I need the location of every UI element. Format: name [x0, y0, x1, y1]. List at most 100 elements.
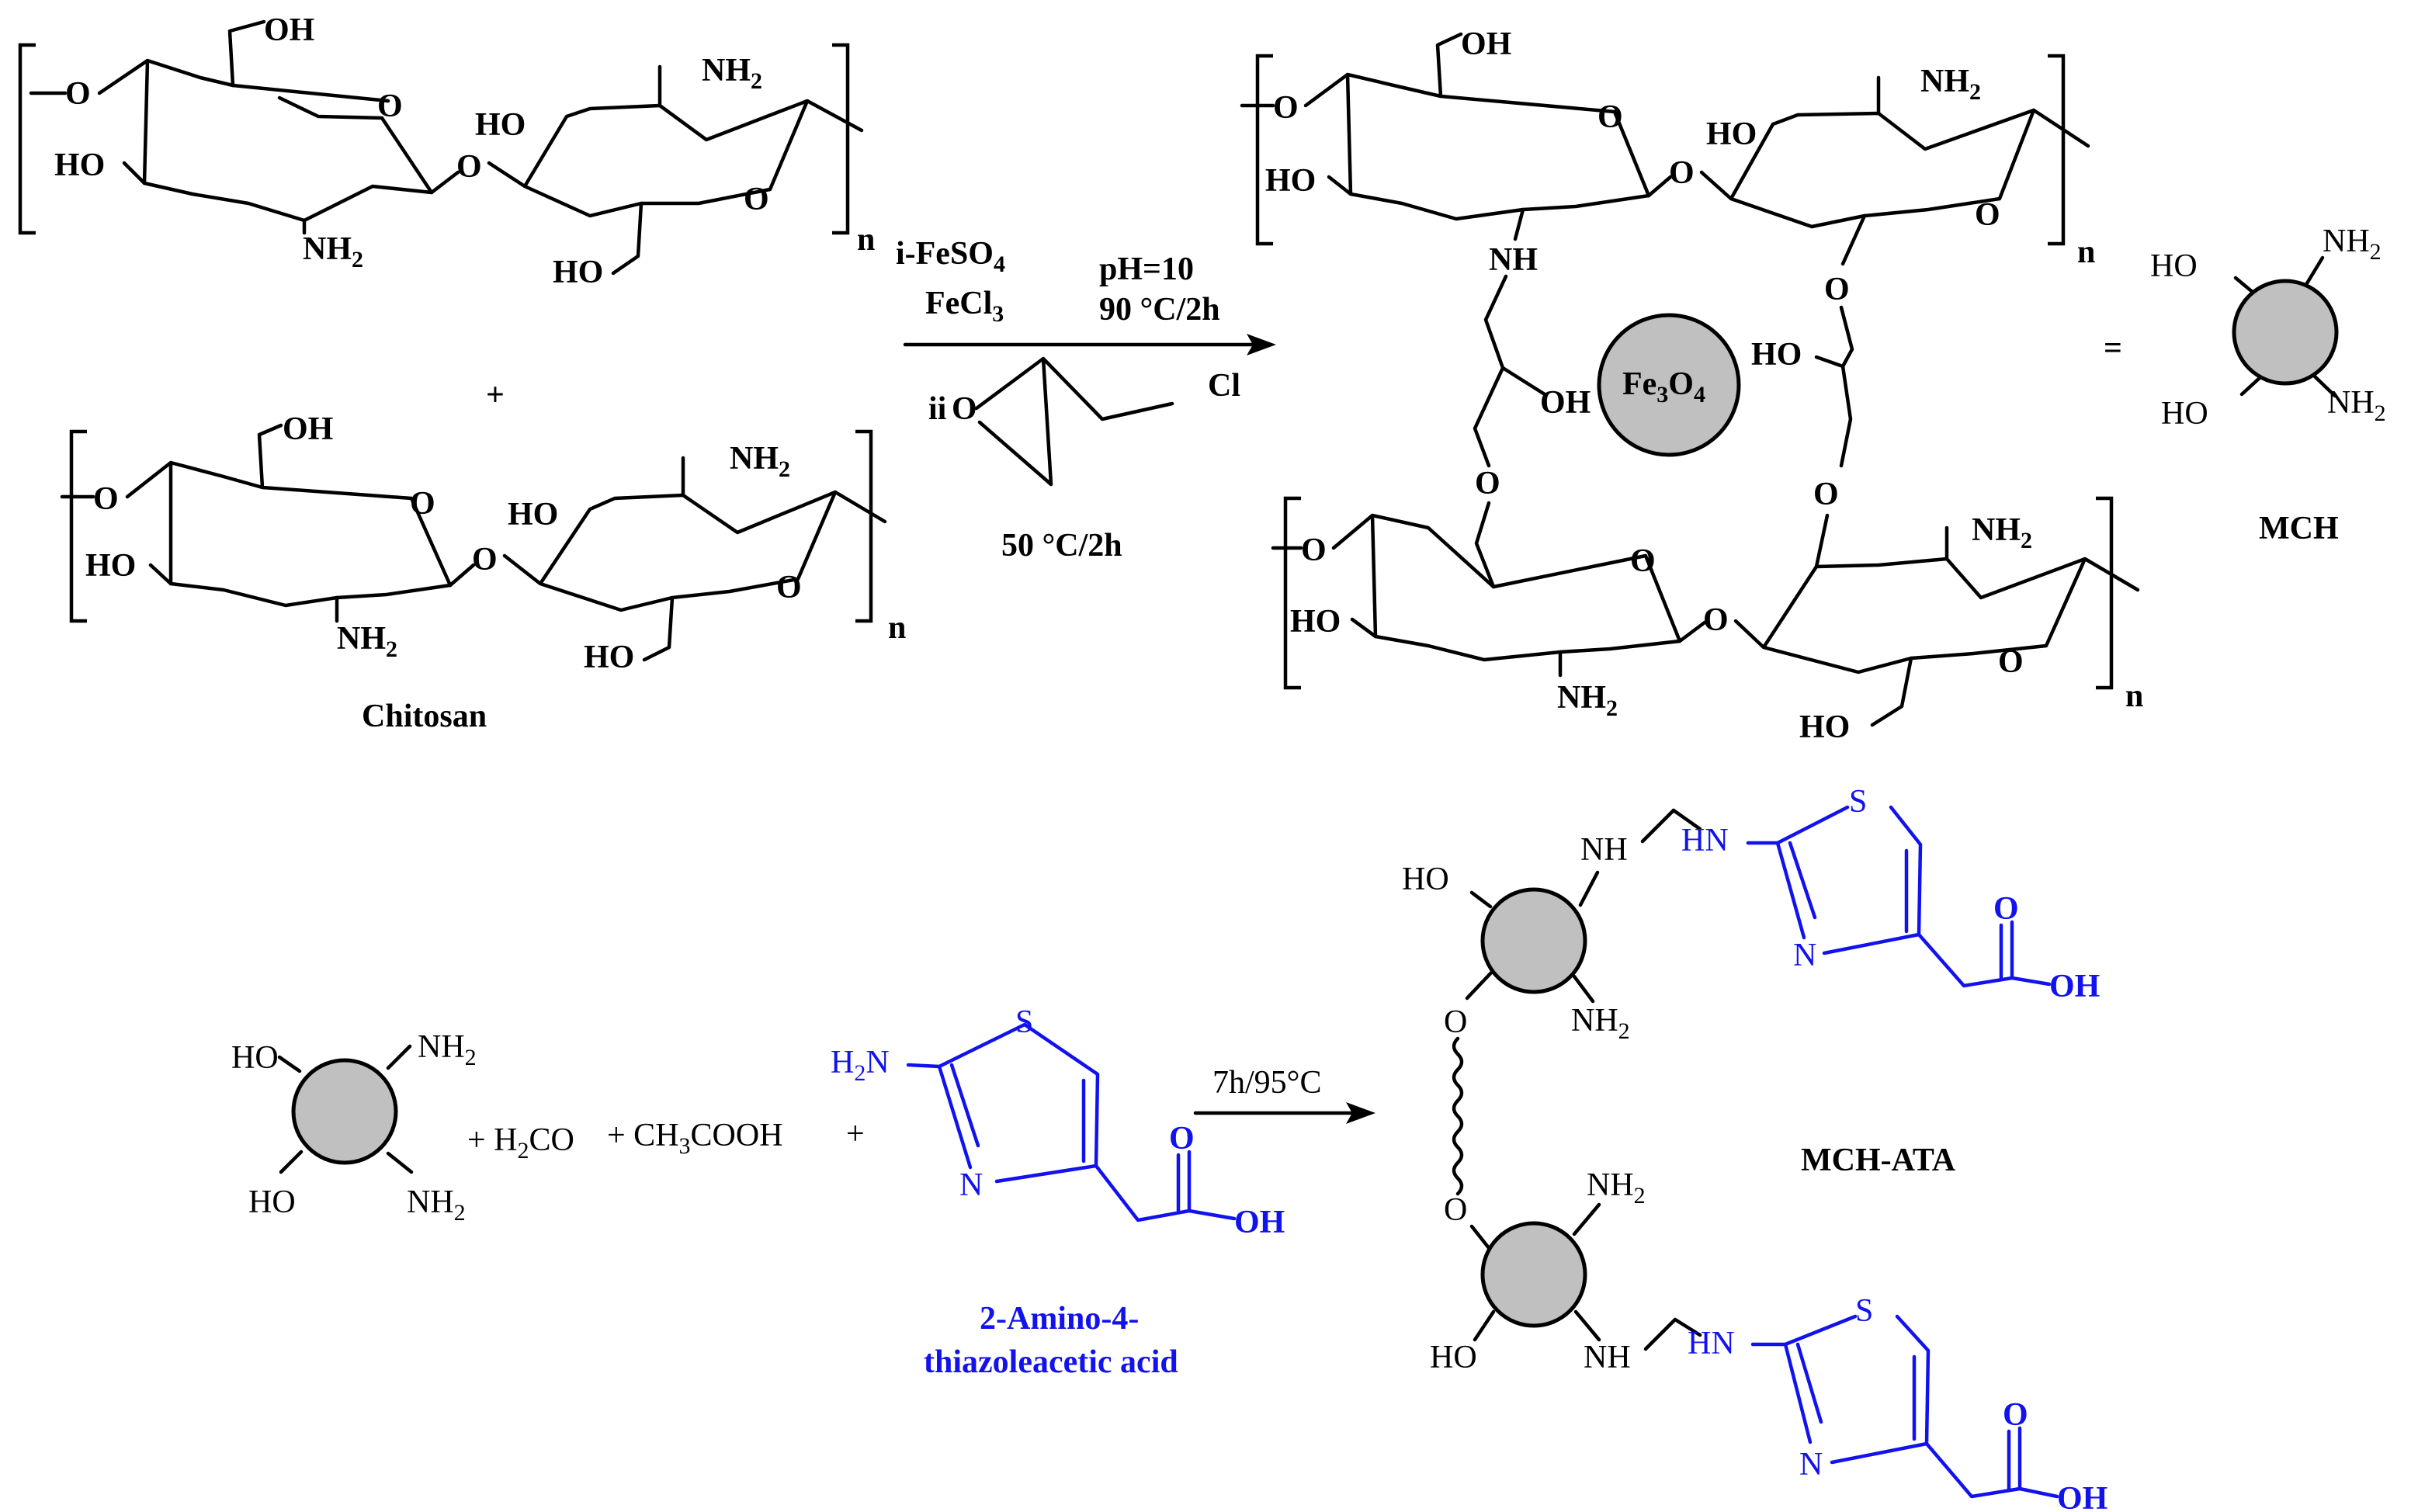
ring-o-link: O — [65, 76, 91, 112]
glycosidic-o-2: O — [472, 542, 498, 577]
ring3-ho: HO — [85, 548, 136, 584]
ring8-oxygen: O — [1998, 644, 2024, 680]
ring1-ho: HO — [54, 147, 105, 183]
label-ata-line1: 2-Amino-4- — [980, 1301, 1139, 1337]
ata-nitrogen: N — [959, 1167, 983, 1203]
step-ii: ii — [928, 391, 947, 427]
repeat-n-4: n — [2125, 678, 2143, 714]
product-nh-bottom: NH — [1584, 1340, 1631, 1375]
crosslink-ho-right: HO — [1751, 337, 1802, 373]
reactant-nh2-bottom: NH2 — [407, 1184, 466, 1226]
crosslink-oh-left: OH — [1540, 385, 1591, 421]
ch2oh-8: HO — [1799, 709, 1850, 745]
ring1-oxygen: O — [377, 88, 403, 124]
ring5-oxygen: O — [1598, 99, 1623, 135]
ring6-ho: HO — [1706, 116, 1757, 152]
ring7-oxygen: O — [1630, 543, 1656, 579]
product-nh-top: NH — [1580, 832, 1628, 868]
link-o-3: O — [1273, 90, 1299, 126]
repeat-n-3: n — [2077, 234, 2095, 270]
label-mch: MCH — [2259, 511, 2339, 546]
ata-molecule: H2N S N O OH — [831, 1004, 1285, 1240]
bottom-nitrogen: N — [1799, 1447, 1823, 1483]
product-thiazole-top: HN S N O OH — [1681, 784, 2100, 1004]
ring7-ho: HO — [1290, 604, 1341, 640]
ring2-nh2: NH2 — [702, 53, 762, 94]
condition-reaction2: 7h/95°C — [1212, 1065, 1321, 1101]
product-bead-top — [1480, 887, 1587, 994]
mch-ho-top: HO — [2150, 248, 2198, 284]
label-mch-ata: MCH-ATA — [1801, 1143, 1956, 1178]
ata-oh: OH — [1234, 1205, 1285, 1240]
ch2oh-2: HO — [553, 255, 603, 290]
top-hn: HN — [1681, 823, 1729, 858]
crosslink-o-left: O — [1475, 466, 1500, 501]
reactant-ho-bottom: HO — [248, 1184, 296, 1220]
chitosan-chain-2: n O OH O HO NH2 O NH2 HO O HO — [60, 411, 906, 675]
mch-ho-bottom: HO — [2161, 396, 2208, 432]
ring8-nh2: NH2 — [1972, 512, 2032, 553]
glycosidic-o-3: O — [1669, 155, 1695, 191]
bottom-oh: OH — [2057, 1481, 2107, 1512]
mch-bead-group: HO HO NH2 NH2 — [2150, 224, 2386, 432]
reactant-nh2-top: NH2 — [418, 1029, 477, 1070]
plus-top: + — [486, 377, 505, 413]
crosslink-o-right-top: O — [1824, 272, 1850, 307]
mch-bead — [2232, 279, 2339, 386]
top-nitrogen: N — [1793, 938, 1816, 973]
reagent-feso4: i-FeSO4 — [896, 236, 1005, 277]
fe3o4-label: Fe3O4 — [1622, 366, 1705, 407]
ring7-nh2: NH2 — [1557, 680, 1618, 721]
fe3o4-bead — [1597, 313, 1741, 457]
product-thiazole-bottom: HN S N O OH — [1688, 1293, 2107, 1512]
top-carbonyl-o: O — [1993, 891, 2019, 927]
ring2-ho: HO — [475, 107, 526, 143]
reagent-h2co: + H2CO — [467, 1122, 574, 1163]
label-ata-line2: thiazoleacetic acid — [924, 1344, 1178, 1380]
ata-carbonyl-o: O — [1169, 1121, 1195, 1157]
mch-reactant: HO HO NH2 NH2 — [231, 1029, 477, 1226]
mch-ata-product: HO NH NH2 O O NH2 HO NH — [1402, 808, 1702, 1375]
mch-nh2-bottom: NH2 — [2327, 385, 2386, 426]
ring6-nh2: NH2 — [1920, 64, 1981, 105]
crosslinked-chitosan: n O OH O HO NH O NH2 HO O OH O O HO O Fe… — [1240, 26, 2143, 745]
epoxide-oxygen: O — [952, 391, 977, 427]
ring2-oxygen: O — [744, 182, 769, 217]
bracket-right — [832, 43, 850, 235]
crosslink-o-right-bottom: O — [1813, 477, 1839, 512]
ring5-ho: HO — [1265, 163, 1316, 199]
ring-o-link-2: O — [93, 481, 119, 517]
glycosidic-o-1: O — [456, 149, 482, 185]
ring3-nh2: NH2 — [337, 621, 397, 662]
wavy-crosslink — [1452, 1036, 1464, 1196]
product-nh2-bottom: NH2 — [1587, 1167, 1646, 1209]
reactant-ho-top: HO — [231, 1040, 279, 1076]
link-o-4: O — [1301, 532, 1327, 568]
ch2oh-5: OH — [1461, 26, 1511, 62]
equals-sign: = — [2104, 331, 2122, 366]
ata-sulfur: S — [1015, 1004, 1033, 1040]
ring4-ho: HO — [508, 497, 558, 532]
ring4-nh2: NH2 — [730, 441, 790, 482]
ch2oh-4: HO — [584, 640, 634, 675]
epichlorohydrin: ii O Cl — [928, 356, 1240, 487]
chitosan-chain-1: n O O OH HO NH2 O NH2 HO O HO — [18, 12, 875, 290]
top-oh: OH — [2049, 969, 2100, 1004]
ring5-nh: NH — [1489, 242, 1538, 278]
ring6-oxygen: O — [1975, 197, 2000, 233]
ring1-nh2: NH2 — [303, 231, 363, 272]
condition-ph: pH=10 — [1099, 251, 1194, 287]
product-ho-bottom: HO — [1430, 1340, 1477, 1375]
ring4-oxygen: O — [776, 570, 802, 605]
ring3-oxygen: O — [410, 486, 435, 522]
reaction2-arrow — [1193, 1102, 1375, 1124]
mch-bead-reactant — [291, 1058, 398, 1165]
repeat-n-2: n — [888, 610, 906, 646]
product-ho-top: HO — [1402, 862, 1449, 897]
bottom-hn: HN — [1688, 1326, 1735, 1361]
condition-temp-1: 90 °C/2h — [1099, 292, 1220, 328]
chlorine: Cl — [1208, 368, 1240, 404]
bracket-left — [18, 43, 36, 235]
product-bead-bottom — [1480, 1221, 1587, 1328]
